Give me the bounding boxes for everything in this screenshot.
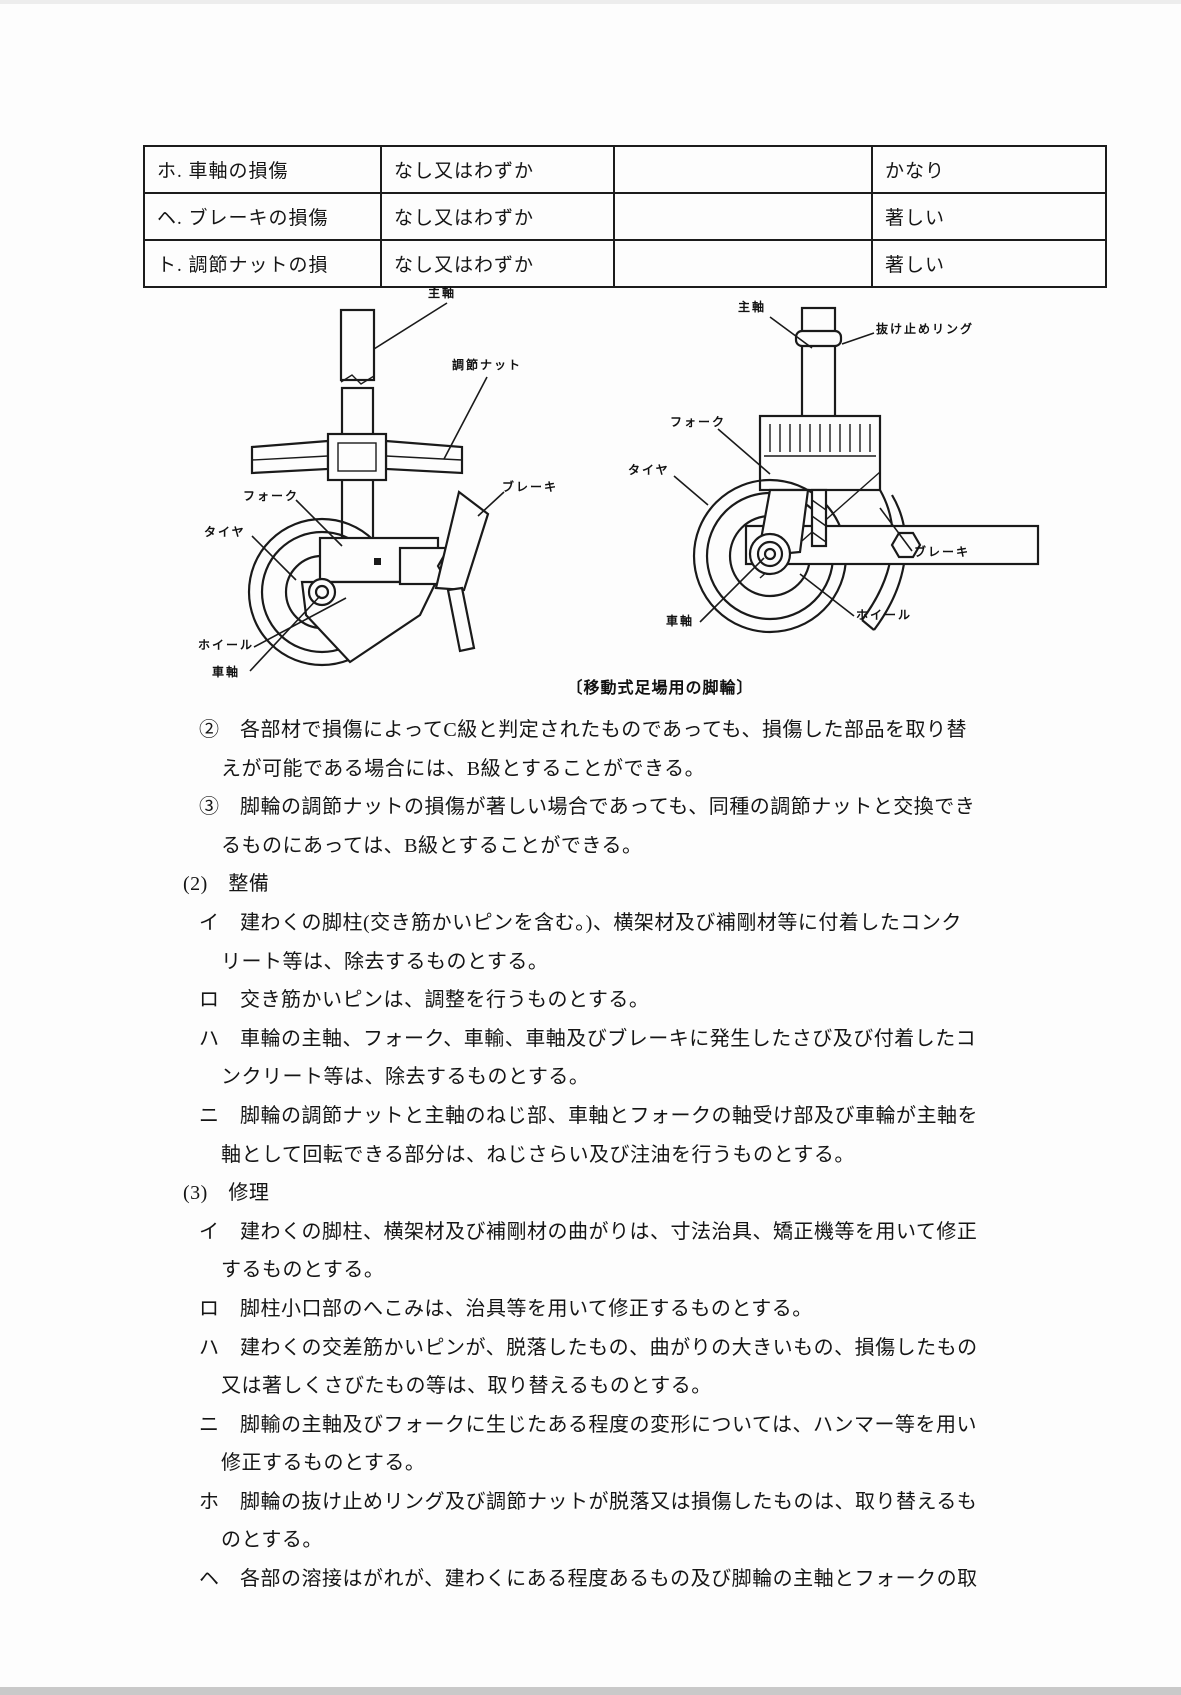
body-line: るものにあっては、B級とすることができる。 (221, 834, 643, 857)
body-line: 又は著しくさびたもの等は、取り替えるものとする。 (221, 1375, 712, 1398)
body-line: ② 各部材で損傷によってC級と判定されたものであっても、損傷した部品を取り替 (199, 719, 967, 741)
body-line: イ 建わくの脚柱、横架材及び補剛材の曲がりは、寸法治具、矯正機等を用いて修正 (199, 1220, 978, 1243)
diagram-label-adjust-nut: 調節ナット (452, 358, 523, 372)
table-cell: なし又はわずか (380, 145, 615, 194)
table-cell: ホ. 車軸の損傷 (143, 145, 382, 194)
body-line: するものとする。 (221, 1259, 385, 1282)
table-cell: かなり (871, 145, 1107, 194)
scan-edge-top (0, 0, 1181, 4)
table-row: ト. 調節ナットの損 なし又はわずか 著しい (143, 239, 1107, 288)
diagram-label-spindle: 主軸 (738, 300, 767, 314)
table-row: ヘ. ブレーキの損傷 なし又はわずか 著しい (143, 192, 1107, 241)
body-text: ② 各部材で損傷によってC級と判定されたものであっても、損傷した部品を取り替 え… (0, 711, 1181, 1599)
scan-edge-bottom (0, 1687, 1181, 1695)
body-line: 修正するものとする。 (221, 1452, 426, 1475)
diagram-label-axle: 車軸 (212, 665, 241, 679)
right-caster-figure (673, 306, 1040, 634)
body-line: のとする。 (221, 1529, 323, 1552)
body-line: リート等は、除去するものとする。 (221, 950, 549, 973)
body-line: ニ 脚輪の調節ナットと主軸のねじ部、車軸とフォークの軸受け部及び車輪が主軸を (199, 1104, 978, 1127)
caster-diagram-drawing (247, 302, 1040, 672)
diagram-label-brake: ブレーキ (914, 545, 971, 559)
diagram-label-wheel: ホイール (856, 608, 913, 622)
table-cell: ト. 調節ナットの損 (143, 239, 382, 288)
table-cell: 著しい (871, 239, 1107, 288)
body-line-section: (3) 修理 (183, 1182, 270, 1205)
diagram-label-wheel: ホイール (198, 638, 255, 652)
body-line: ニ 脚輸の主軸及びフォークに生じたある程度の変形については、ハンマー等を用い (199, 1413, 977, 1436)
table-cell (613, 192, 873, 241)
body-line: 軸として回転できる部分は、ねじさらい及び注油を行うものとする。 (221, 1143, 855, 1166)
table-cell: なし又はわずか (380, 239, 615, 288)
body-line: ホ 脚輪の抜け止めリング及び調節ナットが脱落又は損傷したものは、取り替えるも (199, 1490, 978, 1513)
left-caster-figure (247, 302, 505, 672)
diagram-label-axle: 車軸 (666, 614, 695, 628)
table-cell (613, 145, 873, 194)
table-cell: 著しい (871, 192, 1107, 241)
body-line: ンクリート等は、除去するものとする。 (221, 1066, 590, 1089)
body-line: イ 建わくの脚柱(交き筋かいピンを含む。)、横架材及び補剛材等に付着したコンク (199, 911, 962, 934)
body-line: ロ 脚柱小口部のへこみは、治具等を用いて修正するものとする。 (199, 1297, 813, 1320)
body-line-section: (2) 整備 (183, 873, 270, 896)
diagram-label-tire: タイヤ (628, 463, 670, 477)
body-line: ヘ 各部の溶接はがれが、建わくにある程度あるもの及び脚輪の主軸とフォークの取 (199, 1568, 978, 1591)
diagram-label-tire: タイヤ (204, 525, 246, 539)
body-line: ③ 脚輪の調節ナットの損傷が著しい場合であっても、同種の調節ナットと交換でき (199, 796, 976, 819)
table-cell (613, 239, 873, 288)
damage-table: ホ. 車軸の損傷 なし又はわずか かなり ヘ. ブレーキの損傷 なし又はわずか … (143, 145, 1107, 288)
diagram-label-retaining-ring: 抜け止めリング (876, 322, 975, 336)
diagram-label-brake: ブレーキ (502, 480, 559, 494)
diagram-label-fork: フォーク (243, 489, 300, 503)
body-line: えが可能である場合には、B級とすることができる。 (221, 757, 706, 780)
table-cell: なし又はわずか (380, 192, 615, 241)
body-line: ハ 建わくの交差筋かいピンが、脱落したもの、曲がりの大きいもの、損傷したもの (199, 1336, 978, 1359)
table-cell: ヘ. ブレーキの損傷 (143, 192, 382, 241)
diagram-label-fork: フォーク (670, 415, 727, 429)
table-row: ホ. 車軸の損傷 なし又はわずか かなり (143, 145, 1107, 194)
diagram-label-spindle: 主軸 (428, 286, 457, 300)
body-line: ロ 交き筋かいピンは、調整を行うものとする。 (199, 989, 650, 1012)
diagram-caption: 〔移動式足場用の脚輪〕 (566, 678, 754, 697)
body-line: ハ 車輪の主軸、フォーク、車輸、車軸及びブレーキに発生したさび及び付着したコ (199, 1027, 977, 1050)
